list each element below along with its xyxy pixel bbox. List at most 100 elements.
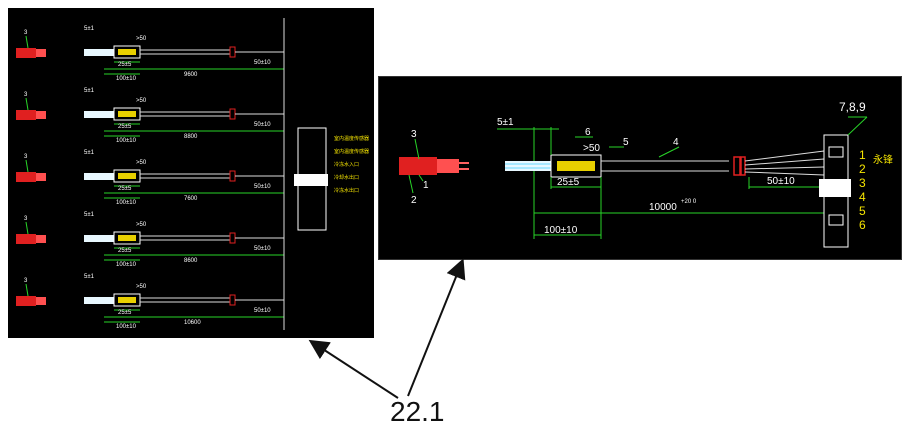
dim-50: 50±10 xyxy=(767,176,795,187)
sleeve xyxy=(550,154,602,178)
row-leader xyxy=(25,35,29,49)
row-heat-shrink xyxy=(118,111,136,117)
row-dim-top: 5±1 xyxy=(84,88,95,94)
dim-100: 100±10 xyxy=(544,225,578,236)
connector-label: 室内温度传感器 xyxy=(334,135,369,142)
row-gt: >50 xyxy=(136,284,147,290)
connector-label: 冷却水出口 xyxy=(334,174,359,181)
row-heat-shrink xyxy=(118,49,136,55)
row-heat-shrink xyxy=(118,235,136,241)
row-gt: >50 xyxy=(136,160,147,166)
row-dim-bottom: 100±10 xyxy=(116,324,137,330)
row-dim-tail: 50±10 xyxy=(254,246,271,252)
tolerance: +20 0 xyxy=(681,199,697,205)
label-2: 2 xyxy=(411,195,417,206)
row-gt: >50 xyxy=(136,222,147,228)
row-dim-tail: 50±10 xyxy=(254,184,271,190)
connector-label: 冷冻水出口 xyxy=(334,187,359,194)
row-cable-end xyxy=(84,173,114,180)
row-cable-end xyxy=(84,111,114,118)
dim-10000: 10000 xyxy=(649,202,677,213)
row-dim-bottom: 100±10 xyxy=(116,262,137,268)
left-drawing-panel: 3 5±1 >50 25±5 100±10 9600 50±10 3 5±1 >50 25±5 100… xyxy=(8,8,374,338)
figure-label: 22.1 xyxy=(390,396,445,427)
row-sensor-tip xyxy=(36,111,46,119)
row-leader xyxy=(25,221,29,235)
side-label: 永锋 xyxy=(873,153,893,166)
row-sensor-tip xyxy=(36,49,46,57)
row-sleeve xyxy=(113,293,141,307)
left-connector-latch xyxy=(294,174,328,186)
row-dim-mid: 25±5 xyxy=(118,310,132,316)
left-wiring-diagram: 3 5±1 >50 25±5 100±10 9600 50±10 3 5±1 >50 25±5 100… xyxy=(16,18,369,330)
row-label-3: 3 xyxy=(24,278,28,284)
pin-2: 2 xyxy=(859,162,866,176)
row-gt: >50 xyxy=(136,98,147,104)
row-dim-top: 5±1 xyxy=(84,274,95,280)
row-gt: >50 xyxy=(136,36,147,42)
connector-label: 冷冻水入口 xyxy=(334,161,359,168)
row-dim-mid: 25±5 xyxy=(118,124,132,130)
label-4: 4 xyxy=(673,137,679,148)
row-sensor-tip xyxy=(36,297,46,305)
row-heat-shrink xyxy=(118,173,136,179)
pin-5: 5 xyxy=(859,204,866,218)
sensor-body xyxy=(399,157,437,175)
row-dim-tail: 50±10 xyxy=(254,60,271,66)
arrow-to-right xyxy=(407,258,466,397)
connector-latch xyxy=(819,179,851,197)
pin-6: 6 xyxy=(859,218,866,232)
row-cable-end xyxy=(84,49,114,56)
sleeve-heat-shrink xyxy=(557,161,595,171)
pin-3: 3 xyxy=(859,176,866,190)
row-dim-span: 10600 xyxy=(184,320,201,326)
row-sensor-body xyxy=(16,172,36,182)
row-dim-bottom: 100±10 xyxy=(116,138,137,144)
row-sensor-body xyxy=(16,48,36,58)
row-cable-end xyxy=(84,297,114,304)
arrow-to-left xyxy=(308,339,399,399)
row-dim-span: 8800 xyxy=(184,134,198,140)
row-dim-tail: 50±10 xyxy=(254,308,271,314)
row-sleeve xyxy=(113,231,141,245)
row-dim-top: 5±1 xyxy=(84,26,95,32)
row-sensor-tip xyxy=(36,235,46,243)
pin-numbers: 1 2 3 4 5 6 xyxy=(859,148,866,232)
row-leader xyxy=(25,97,29,111)
row-dim-span: 9600 xyxy=(184,72,198,78)
row-leader xyxy=(25,159,29,173)
row-dim-bottom: 100±10 xyxy=(116,200,137,206)
pin-4: 4 xyxy=(859,190,866,204)
row-dim-mid: 25±5 xyxy=(118,248,132,254)
right-drawing-panel: 3 1 2 5±1 6 >50 5 4 xyxy=(378,76,902,260)
row-dim-top: 5±1 xyxy=(84,212,95,218)
row-leader xyxy=(25,283,29,297)
row-dim-span: 7600 xyxy=(184,196,198,202)
label-6: 6 xyxy=(585,127,591,138)
row-dim-mid: 25±5 xyxy=(118,62,132,68)
dim-25: 25±5 xyxy=(557,177,580,188)
row-dim-tail: 50±10 xyxy=(254,122,271,128)
row-sensor-body xyxy=(16,296,36,306)
sensor-tip xyxy=(437,159,459,173)
row-sleeve xyxy=(113,107,141,121)
row-dim-span: 8600 xyxy=(184,258,198,264)
row-label-3: 3 xyxy=(24,92,28,98)
dim-5: 5±1 xyxy=(497,117,514,128)
pin-1: 1 xyxy=(859,148,866,162)
row-sleeve xyxy=(113,169,141,183)
row-dim-bottom: 100±10 xyxy=(116,76,137,82)
right-wiring-diagram: 3 1 2 5±1 6 >50 5 4 xyxy=(399,100,893,248)
row-sensor-tip xyxy=(36,173,46,181)
label-1: 1 xyxy=(423,180,429,191)
row-label-3: 3 xyxy=(24,154,28,160)
gt-50: >50 xyxy=(583,143,600,154)
row-label-3: 3 xyxy=(24,30,28,36)
label-3: 3 xyxy=(411,129,417,140)
connector-label: 室内温度传感器 xyxy=(334,148,369,155)
cable-end xyxy=(505,161,551,171)
row-sensor-body xyxy=(16,234,36,244)
row-dim-top: 5±1 xyxy=(84,150,95,156)
row-sleeve xyxy=(113,45,141,59)
